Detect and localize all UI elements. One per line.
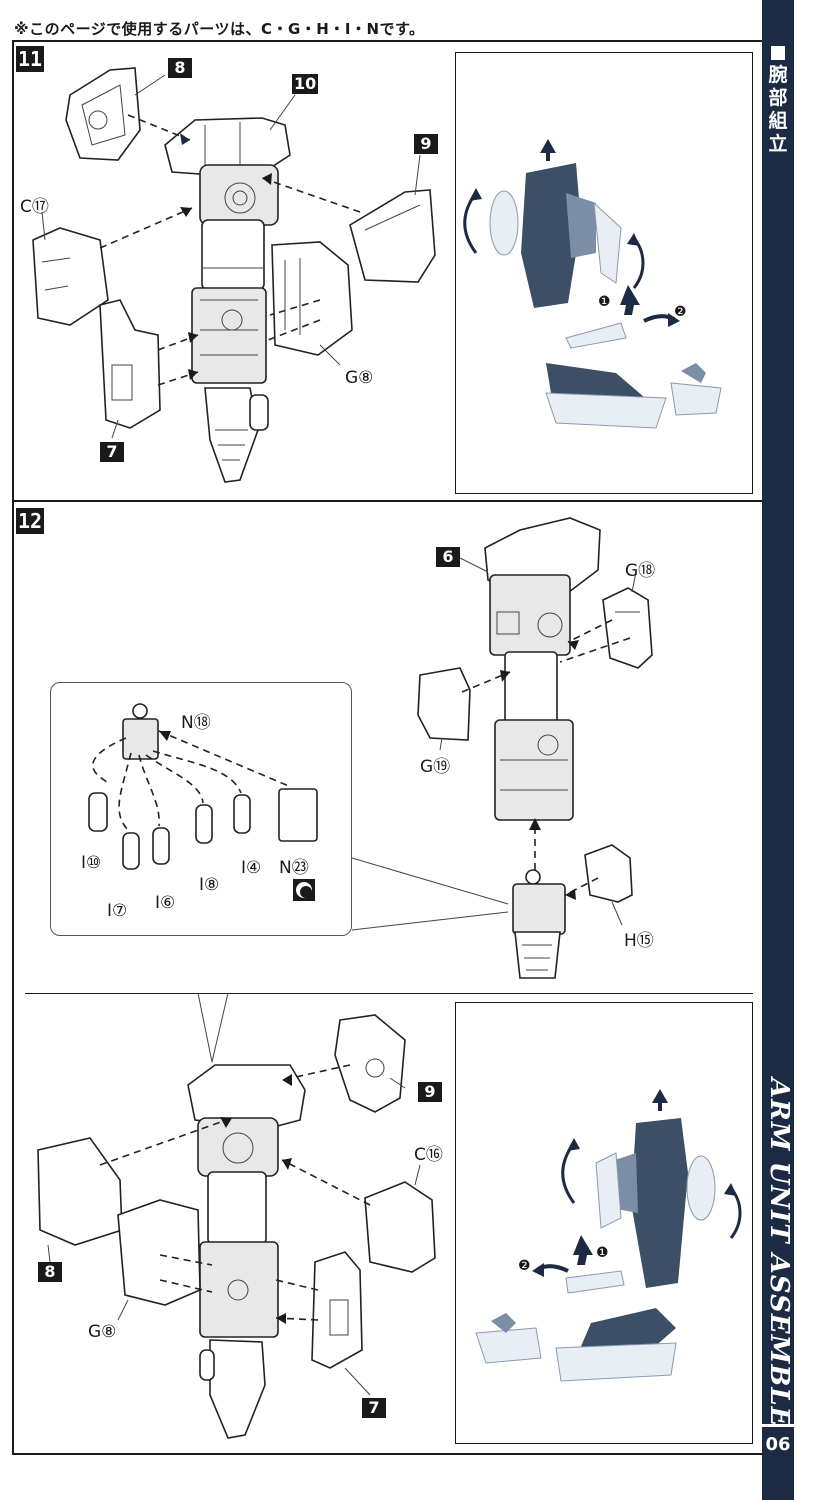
sidebar-jp-char: 立 <box>768 133 788 155</box>
header-rule <box>12 40 762 42</box>
finger-parts-inset: N⑱ I⑩ I⑦ I⑥ I⑧ I④ N㉓ <box>50 682 352 936</box>
part-8-label: 8 <box>168 58 192 78</box>
finger-parts-diagram <box>88 703 318 901</box>
part-8-label-b: 8 <box>38 1262 62 1282</box>
part-9-label: 9 <box>414 134 438 154</box>
part-i4-label: I④ <box>241 858 262 878</box>
part-n23-label: N㉓ <box>279 858 309 878</box>
step11-photo: ❶ ❷ <box>455 52 753 494</box>
step-number-12: 12 <box>16 508 44 534</box>
part-i6-label: I⑥ <box>155 893 176 913</box>
part-h15-label: H⑮ <box>624 931 654 951</box>
part-i8-label: I⑧ <box>199 875 220 895</box>
step12-photo: ❶ ❷ <box>455 1002 753 1444</box>
sidebar-jp-char: 組 <box>768 110 788 132</box>
part-7-label: 7 <box>100 442 124 462</box>
left-frame <box>12 42 14 1454</box>
part-9-label-b: 9 <box>418 1082 442 1102</box>
part-g8-label: G⑧ <box>345 368 374 388</box>
step12-marker-1: ❶ <box>596 1245 609 1261</box>
part-c17-label: C⑰ <box>20 197 49 217</box>
part-n18-label: N⑱ <box>181 713 211 733</box>
page-number: 06 <box>762 1424 794 1463</box>
square-icon <box>771 46 785 60</box>
bottom-frame <box>12 1453 762 1455</box>
sidebar-jp-char: 部 <box>768 87 788 109</box>
part-g8-label-b: G⑧ <box>88 1322 117 1342</box>
part-g18-label: G⑱ <box>625 561 656 581</box>
part-7-label-b: 7 <box>362 1398 386 1418</box>
step12-marker-2: ❷ <box>518 1258 531 1274</box>
part-g19-label: G⑲ <box>420 757 451 777</box>
parts-note: ※このページで使用するパーツは、C・G・H・I・Nです。 <box>14 20 425 38</box>
part-i7-label: I⑦ <box>107 901 128 921</box>
sidebar-jp-char: 腕 <box>768 64 788 86</box>
step11-marker-1: ❶ <box>598 294 611 310</box>
part-6-label: 6 <box>436 547 460 567</box>
part-10-label: 10 <box>292 74 319 94</box>
part-c16-label: C⑯ <box>414 1145 443 1165</box>
step-divider <box>12 500 762 502</box>
step11-marker-2: ❷ <box>674 304 687 320</box>
arm-photo-image <box>463 139 722 429</box>
lower-section-rule <box>25 993 753 994</box>
sidebar-title-jp: 腕 部 組 立 <box>762 46 794 156</box>
step-number-11: 11 <box>16 46 44 72</box>
sidebar <box>762 0 794 1500</box>
arm-photo-image-b <box>475 1089 742 1382</box>
part-i10-label: I⑩ <box>81 853 102 873</box>
